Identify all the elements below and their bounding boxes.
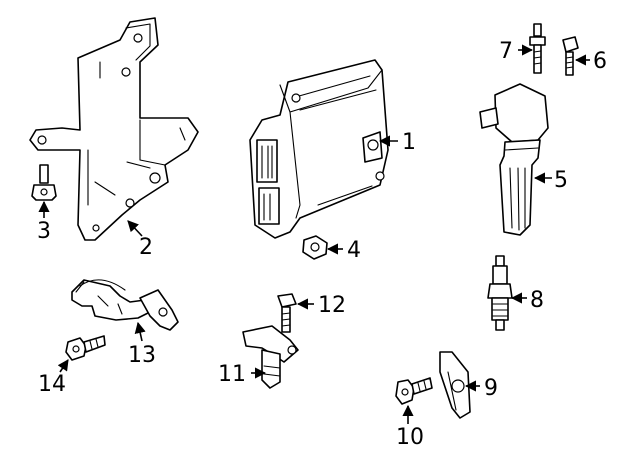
callout-7: 7 — [499, 39, 513, 64]
sensor-9 — [439, 351, 471, 419]
engine-control-module — [249, 59, 389, 239]
callout-1: 1 — [402, 130, 416, 155]
callout-6: 6 — [593, 49, 607, 74]
bolt-12 — [277, 293, 297, 333]
callout-8: 8 — [530, 288, 544, 313]
stud-7 — [529, 23, 546, 74]
callout-4: 4 — [347, 238, 361, 263]
callout-5: 5 — [554, 168, 568, 193]
leader-lines — [38, 44, 590, 424]
spark-plug — [487, 255, 513, 331]
crankshaft-sensor — [71, 279, 179, 331]
leader-13 — [134, 321, 146, 342]
callout-2: 2 — [139, 235, 153, 260]
callout-9: 9 — [484, 376, 498, 401]
callout-3: 3 — [37, 219, 51, 244]
bolt-6 — [562, 36, 579, 76]
mounting-bracket — [29, 17, 199, 241]
camshaft-sensor — [242, 325, 299, 389]
bolt-14 — [65, 335, 106, 361]
callout-14: 14 — [38, 372, 66, 397]
bolt-3 — [31, 164, 57, 201]
bolt-10 — [395, 377, 433, 405]
callout-labels: 1 2 3 4 5 6 7 8 9 10 11 12 13 14 — [37, 39, 607, 450]
callout-12: 12 — [318, 293, 346, 318]
ignition-coil — [479, 83, 549, 236]
nut-4 — [302, 235, 328, 260]
callout-10: 10 — [396, 425, 424, 450]
leader-2 — [127, 220, 143, 237]
callout-13: 13 — [128, 343, 156, 368]
callout-11: 11 — [218, 362, 246, 387]
leader-14 — [57, 359, 69, 373]
